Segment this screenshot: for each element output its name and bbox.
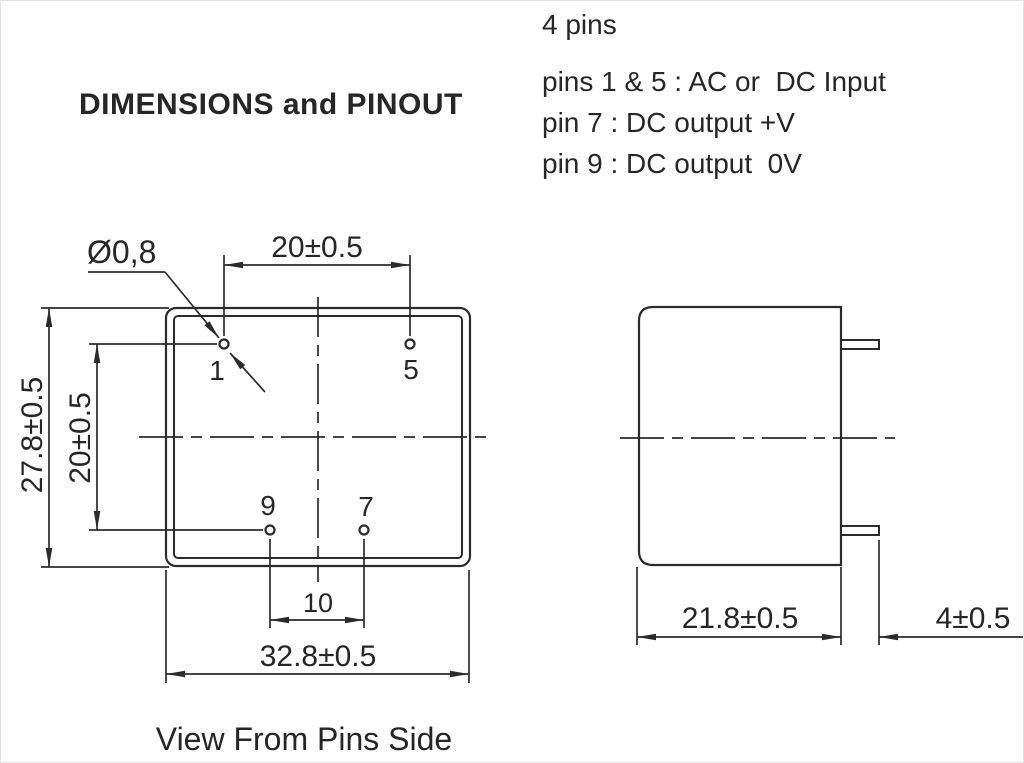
dim-pin-length-value: 4±0.5 xyxy=(936,602,1011,635)
front-view-caption: View From Pins Side xyxy=(155,721,453,757)
front-view: 1 5 9 7 xyxy=(139,297,493,582)
side-view-body-outline xyxy=(637,305,843,567)
dim-pin-span-top: 20±0.5 xyxy=(223,231,411,336)
dim-pin-length: 4±0.5 xyxy=(878,540,1023,645)
pin-1-hole xyxy=(218,338,230,350)
pin-1-label: 1 xyxy=(209,355,225,386)
leader-arrow-line-opposite xyxy=(229,352,266,393)
dim-body-depth-value: 21.8±0.5 xyxy=(682,602,799,635)
side-view-bottom-pin xyxy=(840,525,880,536)
pin-9-label: 9 xyxy=(260,490,276,521)
pin-info-line-1: pins 1 & 5 : AC or DC Input xyxy=(542,66,886,97)
dim-pin-span-top-value: 20±0.5 xyxy=(271,231,363,264)
leader-arrow-line xyxy=(164,271,220,339)
dim-hole-diameter: Ø0,8 xyxy=(87,234,266,393)
dim-pin-span-bottom: 10 xyxy=(269,539,365,628)
side-view-top-pin xyxy=(840,339,880,350)
dim-body-width: 32.8±0.5 xyxy=(165,570,470,683)
pin-5-label: 5 xyxy=(403,354,419,385)
dim-hole-diameter-value: Ø0,8 xyxy=(87,234,156,270)
pin-5-hole xyxy=(404,338,416,350)
dim-body-width-value: 32.8±0.5 xyxy=(260,640,377,673)
side-view xyxy=(620,305,895,567)
pin-info-line-3: pin 9 : DC output 0V xyxy=(542,148,802,179)
page-title: DIMENSIONS and PINOUT xyxy=(79,88,463,121)
dim-pin-span-bottom-value: 10 xyxy=(303,588,333,618)
pin-9-hole xyxy=(264,524,276,536)
dim-body-height: 27.8±0.5 xyxy=(16,307,169,568)
dim-body-height-value: 27.8±0.5 xyxy=(16,377,49,494)
pin-7-label: 7 xyxy=(358,491,374,522)
dim-pin-span-left-value: 20±0.5 xyxy=(64,392,97,484)
pin-count-heading: 4 pins xyxy=(542,9,617,40)
pin-7-hole xyxy=(358,524,370,536)
dim-pin-span-left: 20±0.5 xyxy=(64,343,263,531)
dim-body-depth: 21.8±0.5 xyxy=(636,567,842,645)
pin-info-line-2: pin 7 : DC output +V xyxy=(542,107,795,138)
